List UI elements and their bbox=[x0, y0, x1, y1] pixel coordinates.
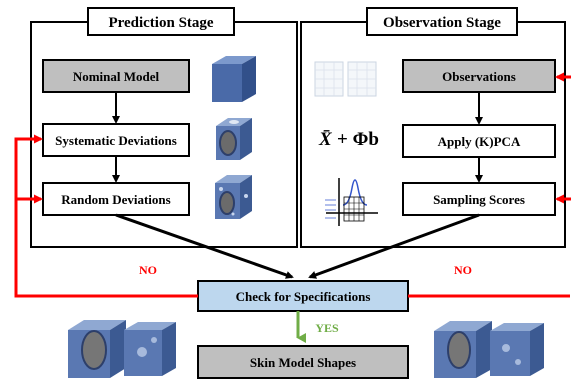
nominal-cube-icon bbox=[212, 56, 256, 102]
no-label-left: NO bbox=[139, 263, 157, 277]
observations-box bbox=[402, 59, 556, 93]
observation-stage-title: Observation Stage bbox=[383, 15, 501, 31]
sampling-scores-label: Sampling Scores bbox=[433, 192, 525, 207]
systematic-cube-icon bbox=[216, 118, 252, 160]
sampling-scores-box bbox=[402, 182, 556, 216]
pca-formula: X̄ + Φb bbox=[318, 129, 379, 150]
check-specifications-label: Check for Specifications bbox=[236, 289, 371, 304]
skin-model-shapes-label: Skin Model Shapes bbox=[250, 355, 356, 370]
apply-pca-box bbox=[402, 124, 556, 158]
arrow-sampling-to-check bbox=[308, 213, 480, 279]
systematic-deviations-box bbox=[42, 123, 190, 157]
prediction-stage-title: Prediction Stage bbox=[108, 15, 213, 31]
formula-rest: + Φb bbox=[337, 129, 379, 150]
feedback-loop-left bbox=[14, 134, 198, 298]
random-cube-icon bbox=[215, 175, 252, 219]
yes-label: YES bbox=[315, 321, 339, 335]
prediction-stage-title-box bbox=[87, 7, 235, 36]
observations-label: Observations bbox=[442, 69, 516, 84]
systematic-deviations-label: Systematic Deviations bbox=[55, 133, 177, 148]
distribution-plot-icon bbox=[325, 178, 378, 226]
formula-xbar: X̄ bbox=[318, 129, 333, 150]
scan-cubes-icon bbox=[314, 61, 377, 97]
nominal-model-label: Nominal Model bbox=[73, 69, 160, 84]
arrow-random-to-check bbox=[115, 213, 294, 279]
random-deviations-label: Random Deviations bbox=[61, 192, 170, 207]
no-label-right: NO bbox=[454, 263, 472, 277]
skin-model-shapes-box bbox=[197, 345, 409, 379]
output-cubes-left-icon bbox=[68, 320, 176, 378]
apply-pca-label: Apply (K)PCA bbox=[438, 134, 521, 149]
observation-stage-title-box bbox=[366, 7, 518, 36]
output-cubes-right-icon bbox=[434, 321, 544, 378]
